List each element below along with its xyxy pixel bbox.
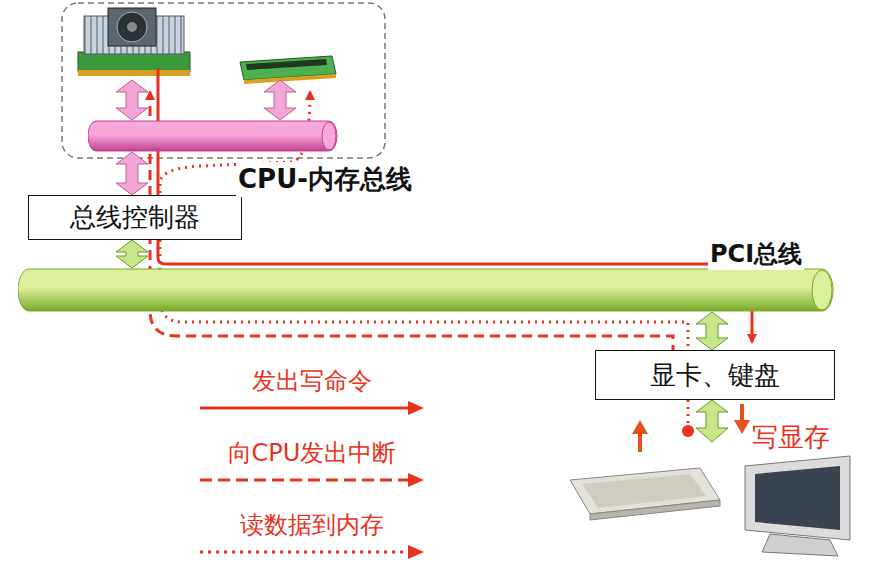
process-box: 显卡、键盘 [595, 350, 835, 400]
memory-picture [240, 56, 336, 84]
process-box: 总线控制器 [28, 195, 242, 240]
bus-node: CPU-内存总线 [88, 120, 338, 152]
bus-node: PCI总线 [18, 268, 834, 312]
legend-line-sample [200, 551, 410, 554]
legend-text: 读数据到内存 [240, 509, 384, 541]
legend-arrowhead [408, 545, 424, 559]
legend-arrowhead [408, 401, 424, 415]
orange-arrow [638, 432, 642, 452]
legend-text: 发出写命令 [252, 365, 372, 397]
bus-double-arrow [696, 312, 728, 350]
cpu-memory-region [62, 3, 385, 158]
cpu-picture [78, 8, 190, 76]
orange-arrow-head [734, 420, 750, 434]
bus-label: PCI总线 [708, 238, 804, 270]
orange-arrow-head [632, 420, 648, 434]
legend-line-sample [200, 407, 410, 410]
pink-double-arrow [116, 80, 296, 120]
keyboard-picture [570, 468, 720, 520]
annotation-label: 写显存 [752, 420, 830, 455]
legend-arrowhead [408, 473, 424, 487]
bus-double-arrow [116, 152, 148, 195]
box-label: 总线控制器 [70, 200, 200, 235]
red-dot [682, 425, 694, 437]
green-double-arrow [696, 400, 728, 442]
bus-label: CPU-内存总线 [236, 162, 414, 197]
orange-arrow [740, 404, 744, 422]
legend-text: 向CPU发出中断 [228, 437, 397, 469]
bus-bar [88, 120, 338, 152]
bus-bar [18, 268, 834, 312]
legend-line-sample [200, 479, 410, 482]
monitor-picture [745, 456, 850, 556]
box-label: 显卡、键盘 [650, 358, 780, 393]
bus-double-arrow [116, 240, 148, 268]
